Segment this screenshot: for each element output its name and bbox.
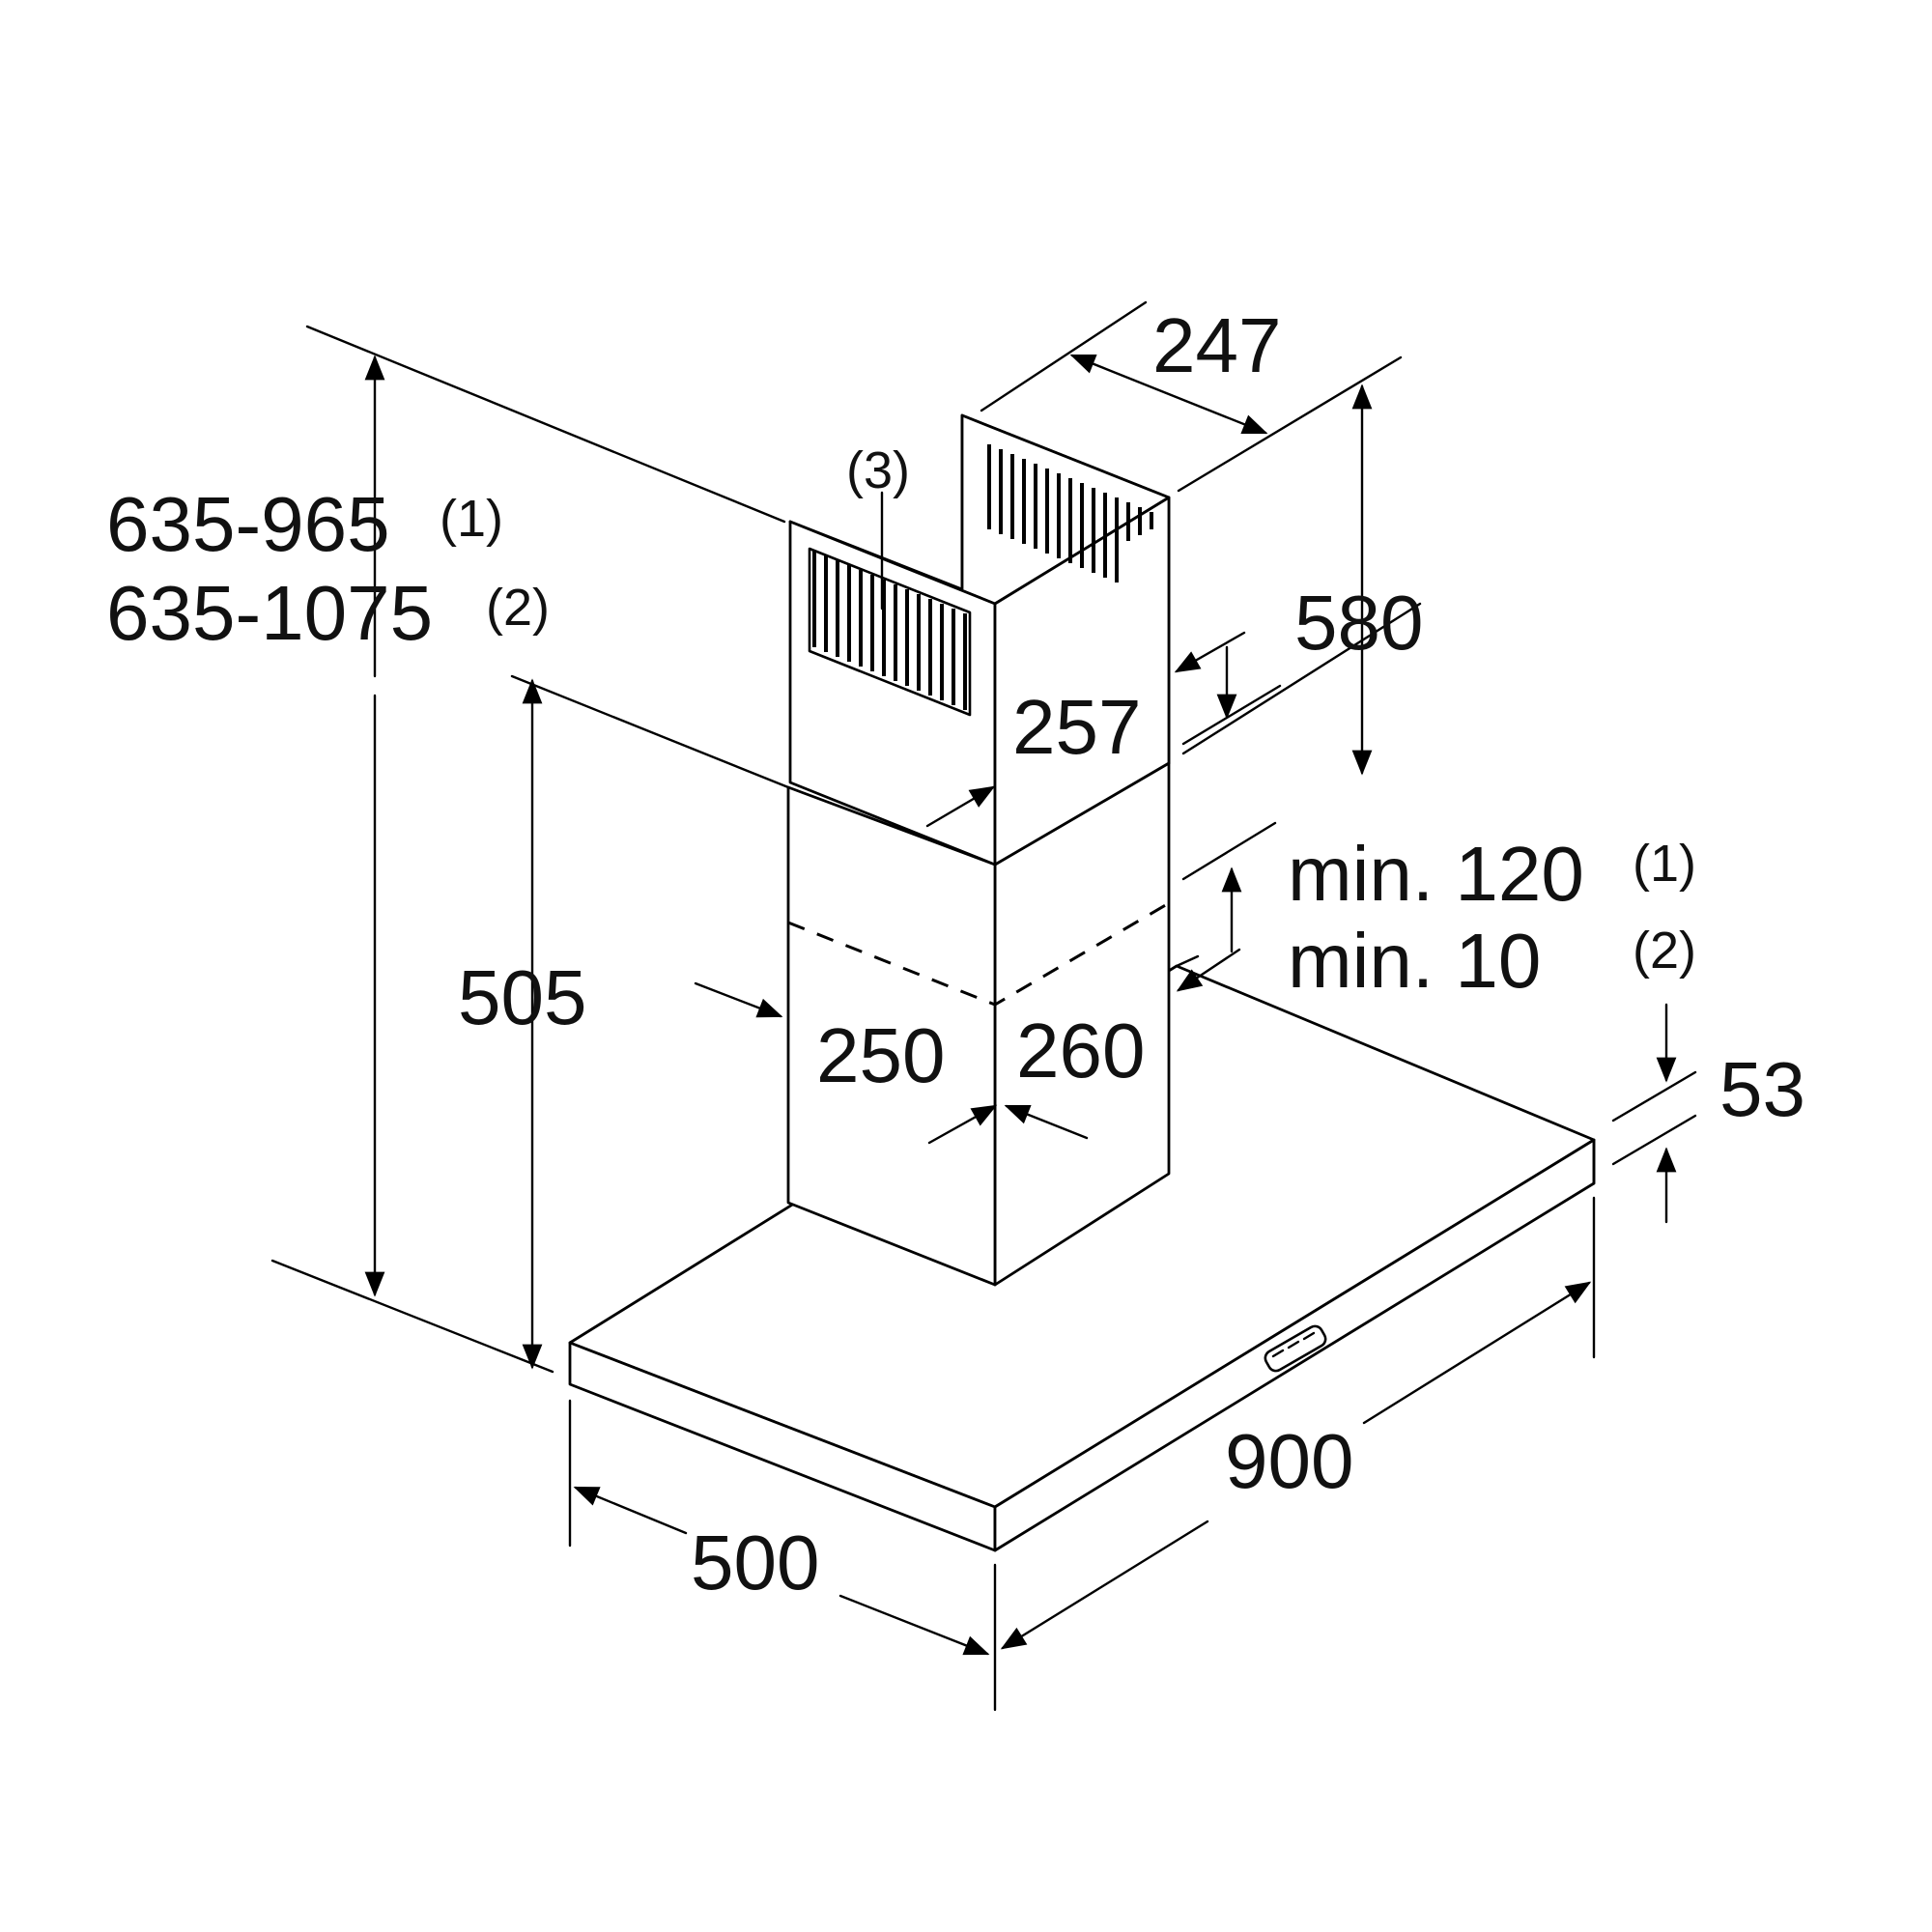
label-width-900: 900 <box>1225 1418 1353 1504</box>
label-overall-height-2: 635-1075 <box>106 570 433 656</box>
label-note-2-a: (2) <box>486 579 550 637</box>
label-note-1-a: (1) <box>440 490 503 548</box>
label-note-2-b: (2) <box>1633 922 1696 980</box>
label-note-1-b: (1) <box>1633 835 1696 893</box>
label-gap-min-1: min. 120 <box>1288 831 1584 917</box>
label-duct-depth: 257 <box>1012 684 1141 770</box>
label-inner-duct-left: 250 <box>816 1012 945 1098</box>
overlap-line <box>787 901 1170 1007</box>
label-inner-duct-right: 260 <box>1016 1008 1145 1094</box>
vent-grille-back <box>987 444 1153 582</box>
label-duct-height: 580 <box>1294 580 1423 666</box>
control-panel <box>1264 1324 1327 1373</box>
lower-chimney <box>786 761 1171 1287</box>
label-height-505: 505 <box>458 954 586 1040</box>
label-duct-width: 247 <box>1152 302 1281 388</box>
label-overall-height-1: 635-965 <box>106 481 390 567</box>
dimension-arrows <box>364 354 1677 1656</box>
label-depth-500: 500 <box>691 1520 819 1605</box>
label-canopy-thickness: 53 <box>1719 1046 1805 1132</box>
label-gap-min-2: min. 10 <box>1288 918 1541 1004</box>
label-note-3: (3) <box>846 441 910 499</box>
vent-grille-front <box>808 547 972 717</box>
extension-lines <box>270 300 1697 1712</box>
